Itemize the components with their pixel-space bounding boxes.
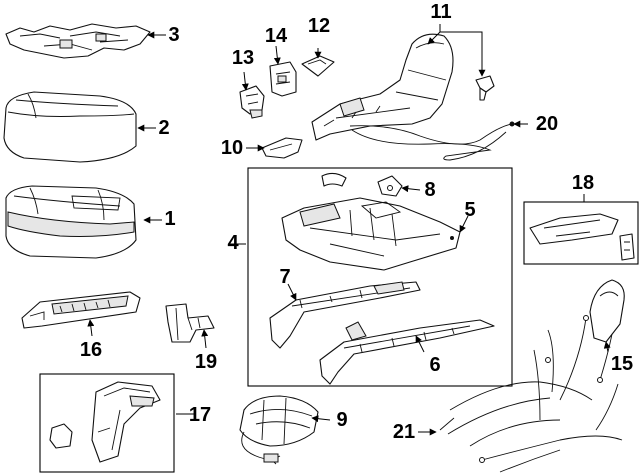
callout-6: 6 [429, 354, 441, 376]
callout-16: 16 [79, 339, 103, 361]
callout-21: 21 [392, 421, 416, 443]
callout-13: 13 [231, 47, 255, 69]
callout-14: 14 [264, 25, 288, 47]
callout-4: 4 [227, 232, 239, 254]
callout-12: 12 [307, 15, 331, 37]
seat-frame [281, 172, 461, 271]
cover-15 [589, 279, 625, 343]
seat-cushion-cover [5, 185, 137, 259]
part-17-group-box [39, 373, 175, 473]
release-cable [349, 121, 515, 161]
small-bracket-8 [377, 175, 403, 197]
callout-18: 18 [571, 172, 595, 194]
callout-8: 8 [424, 179, 436, 201]
callout-17: 17 [188, 404, 212, 426]
bracket-19 [165, 303, 215, 343]
callout-10: 10 [220, 137, 244, 159]
callout-3: 3 [168, 24, 180, 46]
side-shield-assembly [49, 381, 161, 463]
seat-frame-group-box [247, 167, 513, 387]
seat-heater-mat [5, 23, 151, 59]
callout-11: 11 [430, 1, 452, 23]
cover-10 [261, 137, 303, 159]
switch-assembly [529, 213, 635, 261]
seat-track-outer [319, 319, 495, 385]
callout-1: 1 [164, 208, 176, 230]
seatback-panel [311, 33, 454, 141]
seat-cushion-pad [3, 91, 137, 163]
leader-lines [87, 24, 611, 436]
adjuster-motor [239, 395, 319, 465]
bracket-14 [269, 61, 297, 97]
callout-7: 7 [279, 266, 291, 288]
clip-13 [239, 85, 265, 119]
callout-19: 19 [194, 351, 218, 373]
seat-track-inner [269, 281, 421, 349]
side-trim-panel [21, 291, 141, 329]
callout-20: 20 [535, 113, 559, 135]
part-18-group-box [523, 201, 639, 265]
clip-12 [301, 55, 335, 77]
wiring-harness [439, 315, 623, 473]
callout-5: 5 [464, 199, 476, 221]
callout-2: 2 [158, 117, 170, 139]
callout-15: 15 [610, 353, 634, 375]
push-clip [475, 75, 495, 101]
callout-9: 9 [336, 409, 348, 431]
